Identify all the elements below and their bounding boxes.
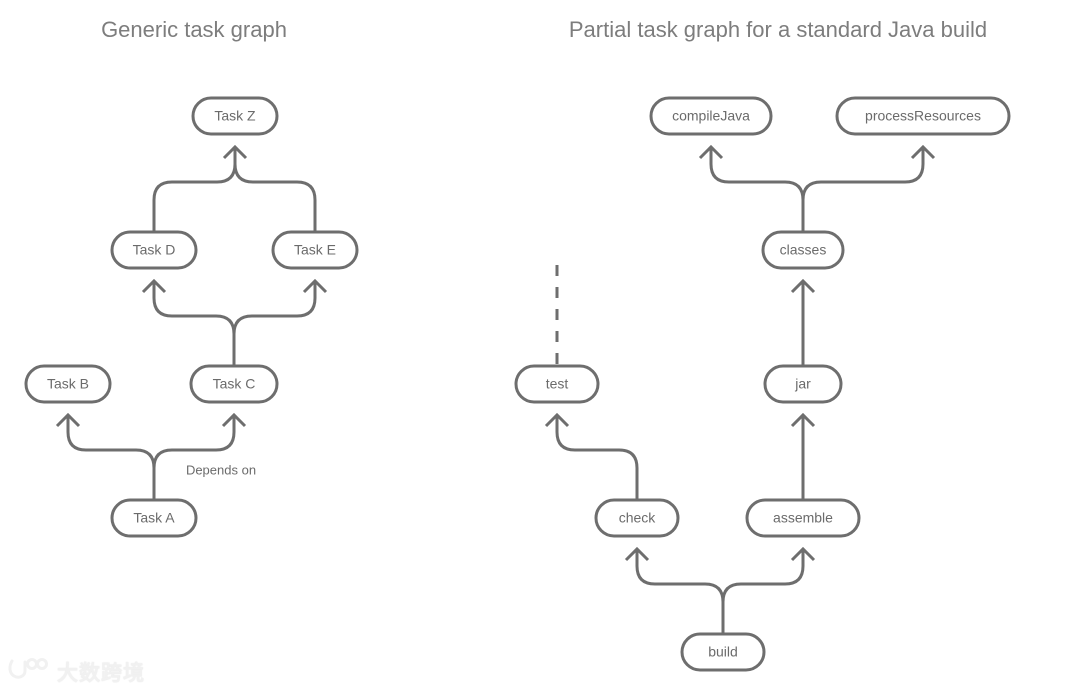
- node-task-e-box[interactable]: [271, 230, 359, 270]
- node-process-resources-box[interactable]: [835, 96, 1011, 136]
- panel-title-generic: Generic task graph: [101, 17, 287, 42]
- node-compile-java-label: compileJava: [672, 108, 750, 124]
- node-process-resources[interactable]: processResources: [835, 96, 1011, 136]
- edge-taskD-to-taskZ: [152, 144, 248, 232]
- node-classes[interactable]: classes: [761, 230, 845, 270]
- node-task-a-box[interactable]: [110, 498, 198, 538]
- node-classes-box[interactable]: [761, 230, 845, 270]
- node-test-box[interactable]: [514, 364, 600, 404]
- edge-taskC-to-taskD: [141, 278, 236, 366]
- node-task-b-label: Task B: [47, 376, 89, 392]
- node-task-e-label: Task E: [294, 242, 336, 258]
- node-task-b-box[interactable]: [24, 364, 112, 404]
- node-process-resources-label: processResources: [865, 108, 981, 124]
- watermark: 大数跨境: [8, 657, 145, 687]
- node-task-e[interactable]: Task E: [271, 230, 359, 270]
- watermark-text: 大数跨境: [57, 662, 145, 685]
- panel-java-task-graph: Partial task graph for a standard Java b…: [514, 17, 1011, 672]
- node-task-b[interactable]: Task B: [24, 364, 112, 404]
- edge-taskA-to-taskB: [55, 412, 156, 500]
- edge-label-depends-on: Depends on: [186, 462, 256, 477]
- node-test-label: test: [546, 376, 569, 392]
- node-assemble-box[interactable]: [745, 498, 861, 538]
- node-jar-label: jar: [794, 376, 811, 392]
- node-task-a[interactable]: Task A: [110, 498, 198, 538]
- edge-taskC-to-taskE: [232, 278, 328, 366]
- node-task-a-label: Task A: [133, 510, 175, 526]
- node-build-box[interactable]: [680, 632, 766, 672]
- node-task-d-box[interactable]: [110, 230, 198, 270]
- node-task-d-label: Task D: [133, 242, 176, 258]
- node-task-d[interactable]: Task D: [110, 230, 198, 270]
- node-assemble[interactable]: assemble: [745, 498, 861, 538]
- node-build[interactable]: build: [680, 632, 766, 672]
- edge-jar-to-classes: [790, 278, 816, 366]
- edge-taskA-to-taskC: [152, 412, 247, 500]
- node-task-c-box[interactable]: [189, 364, 279, 404]
- node-task-z[interactable]: Task Z: [191, 96, 279, 136]
- node-compile-java[interactable]: compileJava: [649, 96, 773, 136]
- node-assemble-label: assemble: [773, 510, 833, 526]
- watermark-logo-icon: [8, 657, 50, 687]
- edge-taskE-to-taskZ: [233, 147, 317, 232]
- edge-build-to-check: [624, 546, 725, 634]
- node-check[interactable]: check: [594, 498, 680, 538]
- node-jar-box[interactable]: [763, 364, 843, 404]
- edge-assemble-to-jar: [790, 412, 816, 500]
- node-jar[interactable]: jar: [763, 364, 843, 404]
- edge-classes-to-compileJava: [698, 144, 805, 232]
- panel-generic-task-graph: Generic task graph Dep: [24, 17, 359, 538]
- node-check-label: check: [619, 510, 657, 526]
- node-task-z-box[interactable]: [191, 96, 279, 136]
- panel-title-java: Partial task graph for a standard Java b…: [569, 17, 987, 42]
- node-task-c-label: Task C: [213, 376, 256, 392]
- edge-build-to-assemble: [721, 546, 816, 634]
- edge-classes-to-processResources: [801, 144, 936, 232]
- node-test[interactable]: test: [514, 364, 600, 404]
- node-build-label: build: [708, 644, 738, 660]
- node-task-z-label: Task Z: [214, 108, 256, 124]
- node-classes-label: classes: [780, 242, 827, 258]
- node-task-c[interactable]: Task C: [189, 364, 279, 404]
- node-compile-java-box[interactable]: [649, 96, 773, 136]
- edge-check-to-test: [544, 412, 639, 500]
- node-check-box[interactable]: [594, 498, 680, 538]
